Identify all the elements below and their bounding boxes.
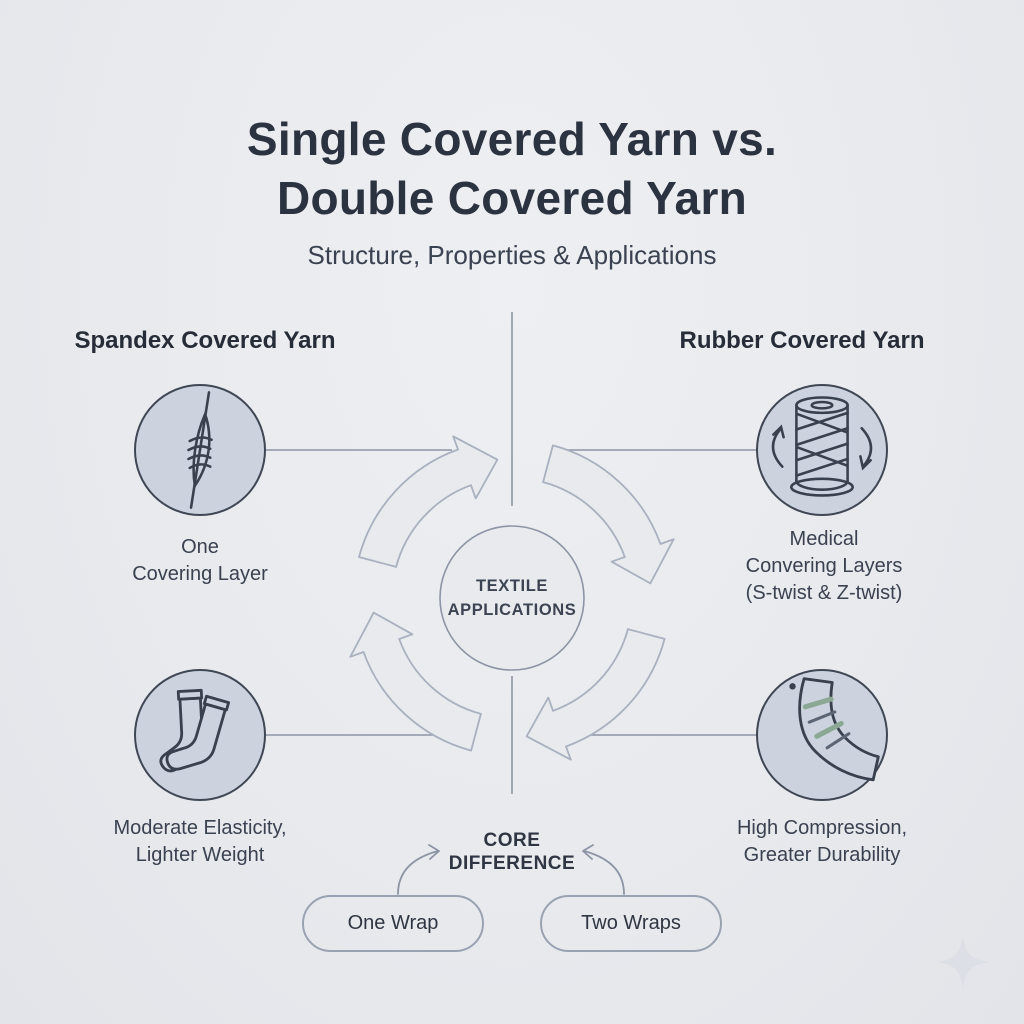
- right-column-heading: Rubber Covered Yarn: [679, 327, 925, 354]
- spindle-yarn-icon: [187, 391, 213, 509]
- one-wrap-pill: One Wrap: [302, 895, 484, 952]
- rubber-properties-label: High Compression, Greater Durability: [736, 817, 908, 866]
- sparkle-icon: [937, 936, 989, 988]
- core-difference-heading: CORE DIFFERENCE: [448, 830, 576, 874]
- spandex-properties-label: Moderate Elasticity, Lighter Weight: [113, 817, 287, 866]
- compression-sleeve-icon: [789, 677, 880, 782]
- cycle-arrow-bottom: [525, 628, 666, 761]
- yarn-spool-icon: [771, 396, 873, 497]
- spandex-structure-node: [134, 384, 266, 516]
- two-wraps-arrowhead: [582, 844, 594, 860]
- core-difference-arrows: [397, 844, 625, 895]
- center-circle: [439, 525, 585, 671]
- cycle-arrow-left: [349, 611, 482, 752]
- cycle-arrow-right: [542, 444, 675, 585]
- cycle-arrow-top: [358, 435, 499, 568]
- rubber-structure-label: Medical Convering Layers (S-twist & Z-tw…: [745, 528, 903, 604]
- two-wraps-label: Two Wraps: [581, 912, 681, 934]
- rubber-structure-node: [756, 384, 888, 516]
- textile-applications-label: TEXTILE APPLICATIONS: [447, 577, 577, 619]
- spandex-structure-label: One Covering Layer: [132, 536, 268, 585]
- connector-lines: [266, 312, 756, 794]
- two-wraps-arrow: [583, 850, 625, 895]
- page-title: Single Covered Yarn vs. Double Covered Y…: [246, 113, 778, 224]
- one-wrap-label: One Wrap: [347, 912, 439, 934]
- left-column-heading: Spandex Covered Yarn: [74, 327, 336, 354]
- page-subtitle: Structure, Properties & Applications: [307, 240, 717, 270]
- socks-icon: [159, 688, 231, 773]
- one-wrap-arrow: [397, 850, 439, 895]
- spandex-application-node: [134, 669, 266, 801]
- one-wrap-arrowhead: [428, 844, 440, 860]
- cycle-arrows: [349, 435, 675, 761]
- two-wraps-pill: Two Wraps: [540, 895, 722, 952]
- rubber-application-node: [756, 669, 888, 801]
